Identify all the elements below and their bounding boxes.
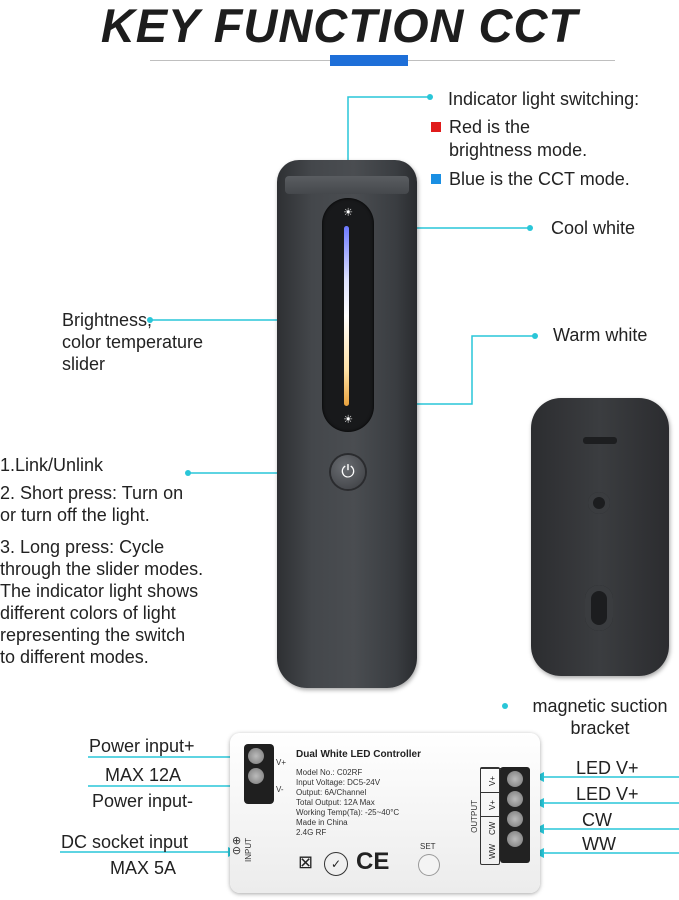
cct-gradient-bar bbox=[344, 226, 349, 406]
output-terminal-block bbox=[500, 767, 530, 863]
title-accent-bar bbox=[330, 55, 408, 66]
blue-line: Blue is the CCT mode. bbox=[449, 169, 630, 189]
dc-socket-symbol: ⊕⊖ bbox=[232, 835, 242, 857]
function-long-press: 3. Long press: Cycle through the slider … bbox=[0, 537, 204, 667]
sun-dim-icon: ☀ bbox=[343, 414, 353, 426]
vplus-mark: V+ bbox=[276, 758, 287, 767]
power-icon: ⏻ bbox=[341, 462, 355, 481]
red-line-2: brightness mode. bbox=[449, 140, 588, 160]
function-link: 1.Link/Unlink bbox=[0, 455, 104, 475]
controller-specs: Model No.: C02RF Input Voltage: DC5-24V … bbox=[296, 768, 400, 837]
bracket-oval-hole bbox=[585, 585, 613, 631]
indicator-light-strip bbox=[285, 176, 409, 194]
screw-icon bbox=[248, 748, 264, 764]
bracket-slot bbox=[583, 437, 617, 444]
bracket-bullet bbox=[502, 703, 508, 709]
screw-icon bbox=[507, 831, 523, 847]
max-5a-label: MAX 5A bbox=[110, 858, 177, 878]
dc-socket-label: DC socket input bbox=[61, 832, 189, 852]
screw-icon bbox=[507, 791, 523, 807]
output-label-column: V+ V+ CW WW bbox=[480, 767, 504, 865]
output-mark: OUTPUT bbox=[470, 800, 479, 833]
vminus-mark: V- bbox=[276, 785, 284, 794]
led-v-plus-label-2: LED V+ bbox=[576, 784, 639, 804]
ww-label: WW bbox=[582, 834, 616, 854]
bracket-label: magnetic suction bracket bbox=[532, 696, 668, 738]
max-12a-label: MAX 12A bbox=[105, 765, 182, 785]
weee-icon: ⊠ bbox=[298, 852, 314, 872]
set-label: SET bbox=[420, 842, 436, 851]
check-icon: ✓ bbox=[324, 852, 348, 876]
screw-icon bbox=[507, 771, 523, 787]
bracket-screw-hole bbox=[588, 492, 610, 514]
warm-white-label: Warm white bbox=[553, 325, 648, 345]
indicator-callout-line bbox=[347, 96, 430, 178]
cw-label: CW bbox=[582, 810, 612, 830]
indicator-heading: Indicator light switching: bbox=[448, 89, 640, 109]
input-terminal-block bbox=[244, 744, 274, 804]
red-line-1: Red is the bbox=[449, 117, 531, 137]
power-input-minus-label: Power input- bbox=[92, 791, 194, 811]
indicator-red: Red is the bbox=[431, 116, 530, 138]
controller-name: Dual White LED Controller bbox=[296, 749, 421, 760]
function-short-press: 2. Short press: Turn on or turn off the … bbox=[0, 483, 184, 525]
indicator-blue: Blue is the CCT mode. bbox=[431, 168, 630, 190]
cool-white-label: Cool white bbox=[551, 218, 636, 238]
input-mark: INPUT bbox=[244, 838, 253, 862]
slider-label: Brightness, color temperature slider bbox=[62, 310, 204, 374]
sun-bright-icon: ☀ bbox=[343, 207, 353, 219]
page-title: KEY FUNCTION CCT bbox=[100, 0, 579, 52]
power-input-plus-label: Power input+ bbox=[89, 736, 195, 756]
led-v-plus-label-1: LED V+ bbox=[576, 758, 639, 778]
led-controller bbox=[230, 733, 540, 893]
red-square-icon bbox=[431, 122, 441, 132]
screw-icon bbox=[248, 768, 264, 784]
blue-square-icon bbox=[431, 174, 441, 184]
power-button[interactable]: ⏻ bbox=[331, 455, 365, 489]
screw-icon bbox=[507, 811, 523, 827]
set-button[interactable] bbox=[418, 854, 440, 876]
ce-mark-icon: CE bbox=[356, 848, 390, 875]
